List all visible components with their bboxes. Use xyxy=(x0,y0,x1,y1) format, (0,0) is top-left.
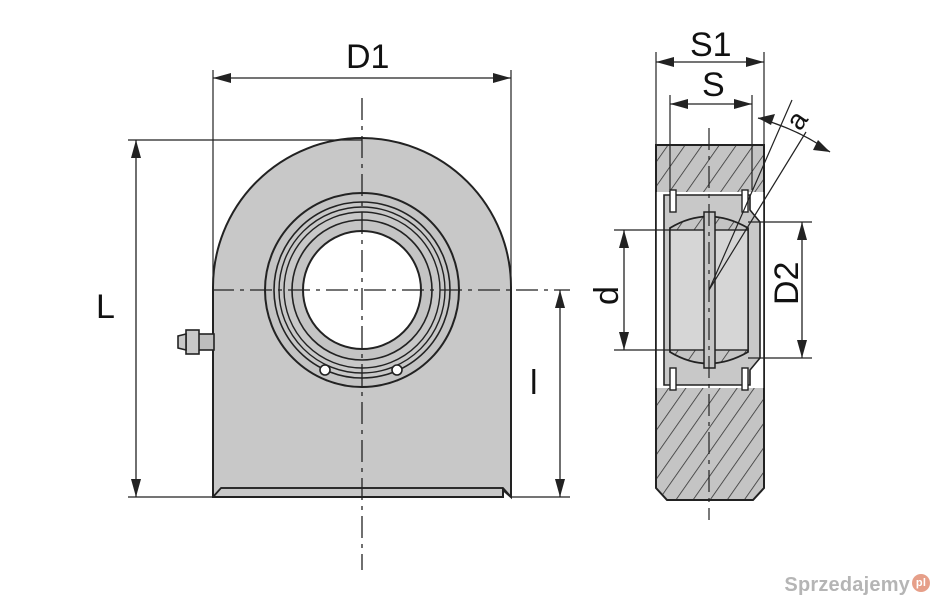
dim-label-l-upper: L xyxy=(96,288,115,326)
watermark-text: Sprzedajemy xyxy=(784,574,910,596)
dim-label-l-lower: l xyxy=(530,364,538,402)
dim-label-alpha: a xyxy=(780,105,815,136)
front-view: D1 L l xyxy=(96,38,570,570)
dim-label-s: S xyxy=(702,66,725,104)
snap-ring-hole-left xyxy=(319,364,331,376)
dim-label-d1: D1 xyxy=(346,38,389,76)
grease-nipple xyxy=(177,329,215,355)
side-view: S1 S a d D2 xyxy=(588,26,831,520)
watermark-badge: pl xyxy=(912,574,930,592)
dim-label-d: d xyxy=(588,286,626,305)
dim-label-s1: S1 xyxy=(690,26,732,64)
dim-label-d2: D2 xyxy=(768,262,806,305)
snap-ring-hole-right xyxy=(391,364,403,376)
